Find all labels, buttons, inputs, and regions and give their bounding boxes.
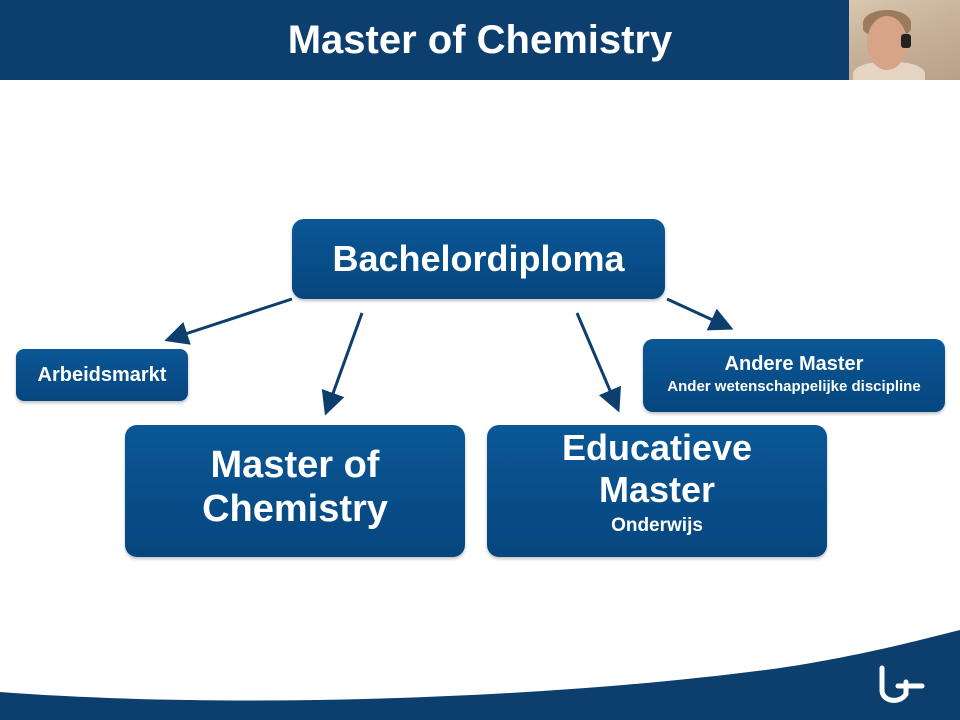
node-master-line2: Chemistry xyxy=(202,488,388,530)
headset-icon xyxy=(901,34,911,48)
node-andere-master-title: Andere Master xyxy=(724,353,864,375)
node-bachelordiploma: Bachelordiploma xyxy=(292,219,665,299)
node-master-line1: Master of xyxy=(210,444,380,486)
node-arbeidsmarkt-label: Arbeidsmarkt xyxy=(37,363,167,386)
webcam-person-face xyxy=(867,16,907,70)
arrow-to-andere-master xyxy=(666,297,734,331)
node-educatieve-sub: Onderwijs xyxy=(611,515,703,536)
arrow-to-educatieve-master xyxy=(575,312,621,413)
node-andere-master: Andere Master Ander wetenschappelijke di… xyxy=(643,339,945,412)
university-logo-icon xyxy=(879,665,925,703)
slide-header xyxy=(0,0,960,80)
node-educatieve-master: Educatieve Master Onderwijs xyxy=(487,425,827,557)
node-educatieve-line2: Master xyxy=(598,469,716,510)
node-master-of-chemistry: Master of Chemistry xyxy=(125,425,465,557)
webcam-person-body xyxy=(853,62,925,80)
footer-wave xyxy=(0,630,960,720)
node-arbeidsmarkt: Arbeidsmarkt xyxy=(16,349,188,401)
slide-title: Master of Chemistry xyxy=(287,18,673,62)
node-andere-master-sub: Ander wetenschappelijke discipline xyxy=(667,378,921,395)
node-educatieve-line1: Educatieve xyxy=(561,427,753,468)
node-bachelordiploma-label: Bachelordiploma xyxy=(332,238,625,279)
arrow-to-arbeidsmarkt xyxy=(164,297,293,345)
webcam-video-feed xyxy=(849,0,960,80)
arrow-to-master-of-chemistry xyxy=(321,312,364,416)
